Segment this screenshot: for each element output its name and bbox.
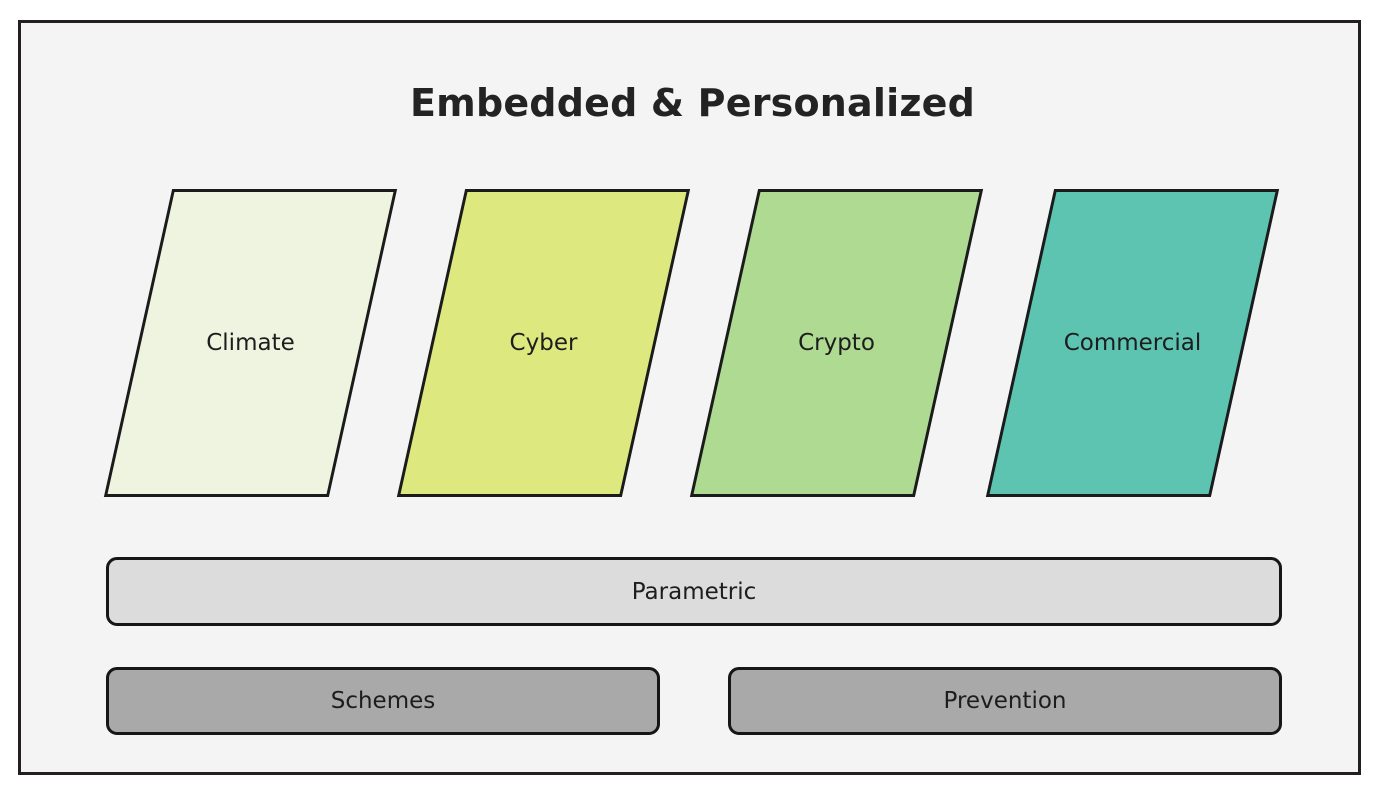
diagram-title: Embedded & Personalized [409, 81, 976, 125]
parallelogram-climate[interactable]: Climate [103, 189, 398, 497]
parallelogram-label-crypto: Crypto [798, 330, 875, 356]
parallelogram-commercial[interactable]: Commercial [985, 189, 1280, 497]
bar-schemes[interactable]: Schemes [106, 667, 660, 735]
parallelogram-label-climate: Climate [206, 330, 295, 356]
parallelogram-label-commercial: Commercial [1063, 330, 1202, 356]
diagram-frame: Embedded & Personalized Climate Cyber Cr… [18, 20, 1361, 775]
bar-prevention[interactable]: Prevention [728, 667, 1282, 735]
category-parallelogram-row: Climate Cyber Crypto Commercial [21, 23, 1364, 778]
parallelogram-cyber[interactable]: Cyber [396, 189, 691, 497]
parallelogram-label-cyber: Cyber [509, 330, 578, 356]
bar-parametric[interactable]: Parametric [106, 557, 1282, 626]
parallelogram-crypto[interactable]: Crypto [689, 189, 984, 497]
